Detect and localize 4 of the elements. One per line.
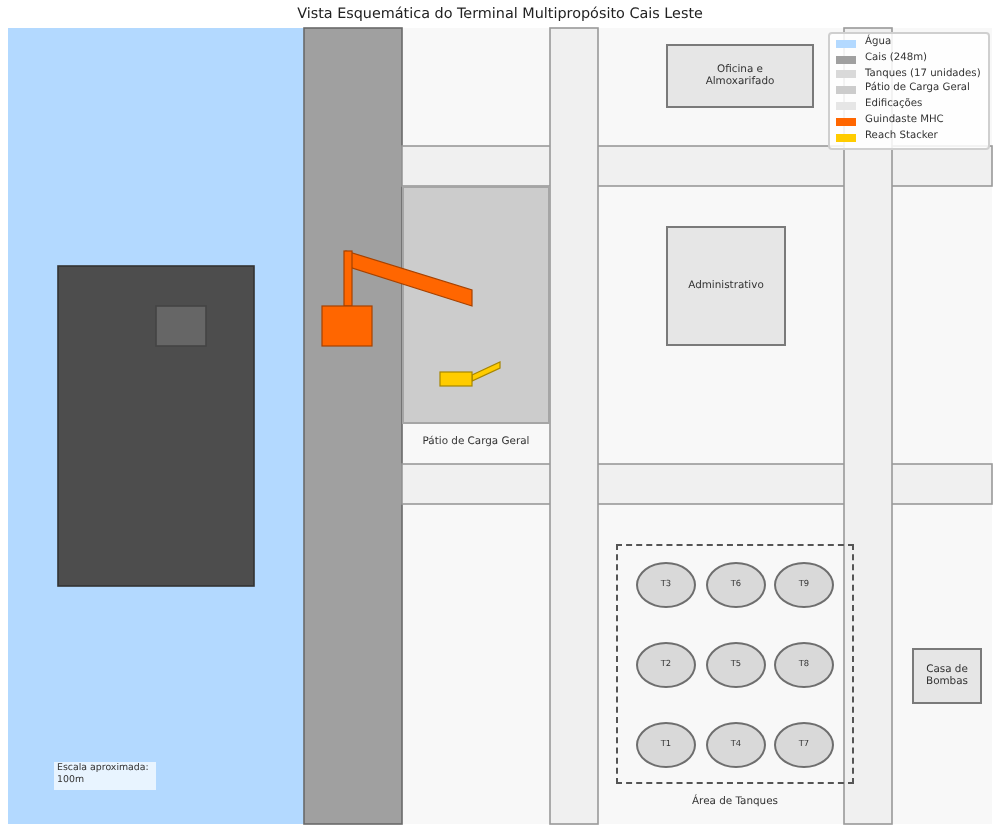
scale-panel — [54, 762, 156, 790]
building-block — [666, 44, 814, 108]
building-block — [666, 226, 786, 346]
building-block — [912, 648, 982, 704]
